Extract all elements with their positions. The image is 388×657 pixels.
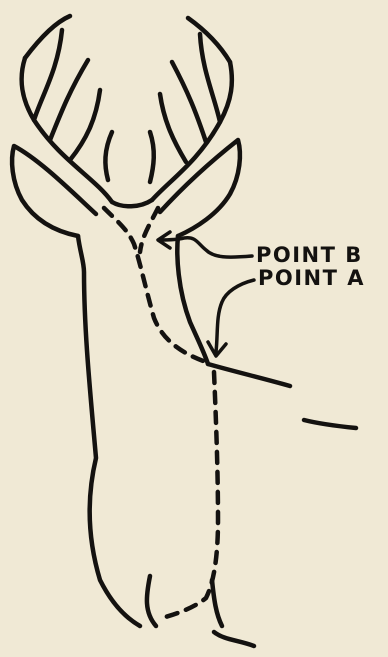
deer-head-outline [12,140,356,646]
cut-line [104,208,218,618]
antlers-icon [22,16,232,206]
point-a-label: POINT A [258,266,365,290]
point-b-label: POINT B [256,243,363,267]
point-a-pointer [208,280,254,356]
point-b-pointer [158,232,252,257]
